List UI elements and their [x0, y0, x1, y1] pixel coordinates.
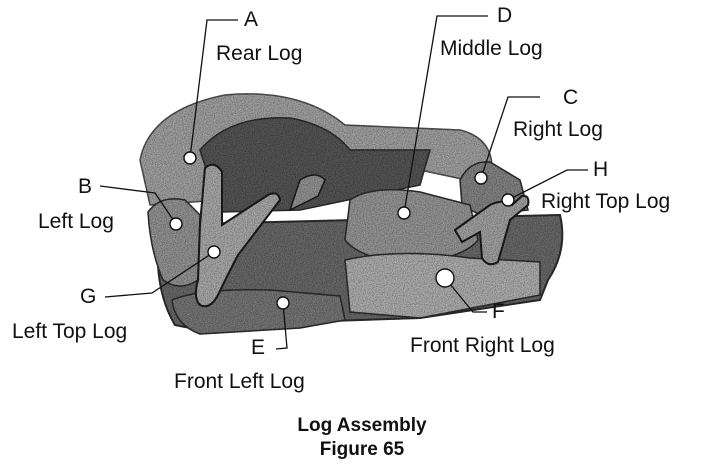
label-g-letter: G	[80, 285, 96, 309]
figure-number: Figure 65	[0, 438, 724, 461]
label-f-letter: F	[492, 300, 505, 324]
callout-dot-c	[475, 172, 487, 184]
label-a-name: Rear Log	[216, 42, 302, 66]
callout-dot-h	[502, 194, 514, 206]
callout-dot-b	[170, 218, 182, 230]
label-d-letter: D	[497, 4, 512, 28]
callout-dot-f	[436, 269, 454, 287]
callout-dot-e	[277, 297, 289, 309]
label-a-letter: A	[244, 8, 258, 32]
label-e-name: Front Left Log	[174, 370, 305, 394]
label-c-name: Right Log	[513, 118, 603, 142]
callout-dot-a	[184, 152, 196, 164]
callout-dot-g	[208, 246, 220, 258]
label-d-name: Middle Log	[440, 37, 543, 61]
label-f-name: Front Right Log	[410, 334, 555, 358]
figure-title: Log Assembly	[0, 414, 724, 437]
label-h-name: Right Top Log	[541, 190, 670, 214]
label-c-letter: C	[563, 86, 578, 110]
callout-dot-d	[398, 207, 410, 219]
label-b-name: Left Log	[38, 210, 114, 234]
label-b-letter: B	[78, 175, 92, 199]
label-g-name: Left Top Log	[12, 320, 127, 344]
label-e-letter: E	[251, 336, 265, 360]
middle-log	[345, 190, 478, 262]
label-h-letter: H	[593, 158, 608, 182]
left-log	[148, 199, 200, 286]
